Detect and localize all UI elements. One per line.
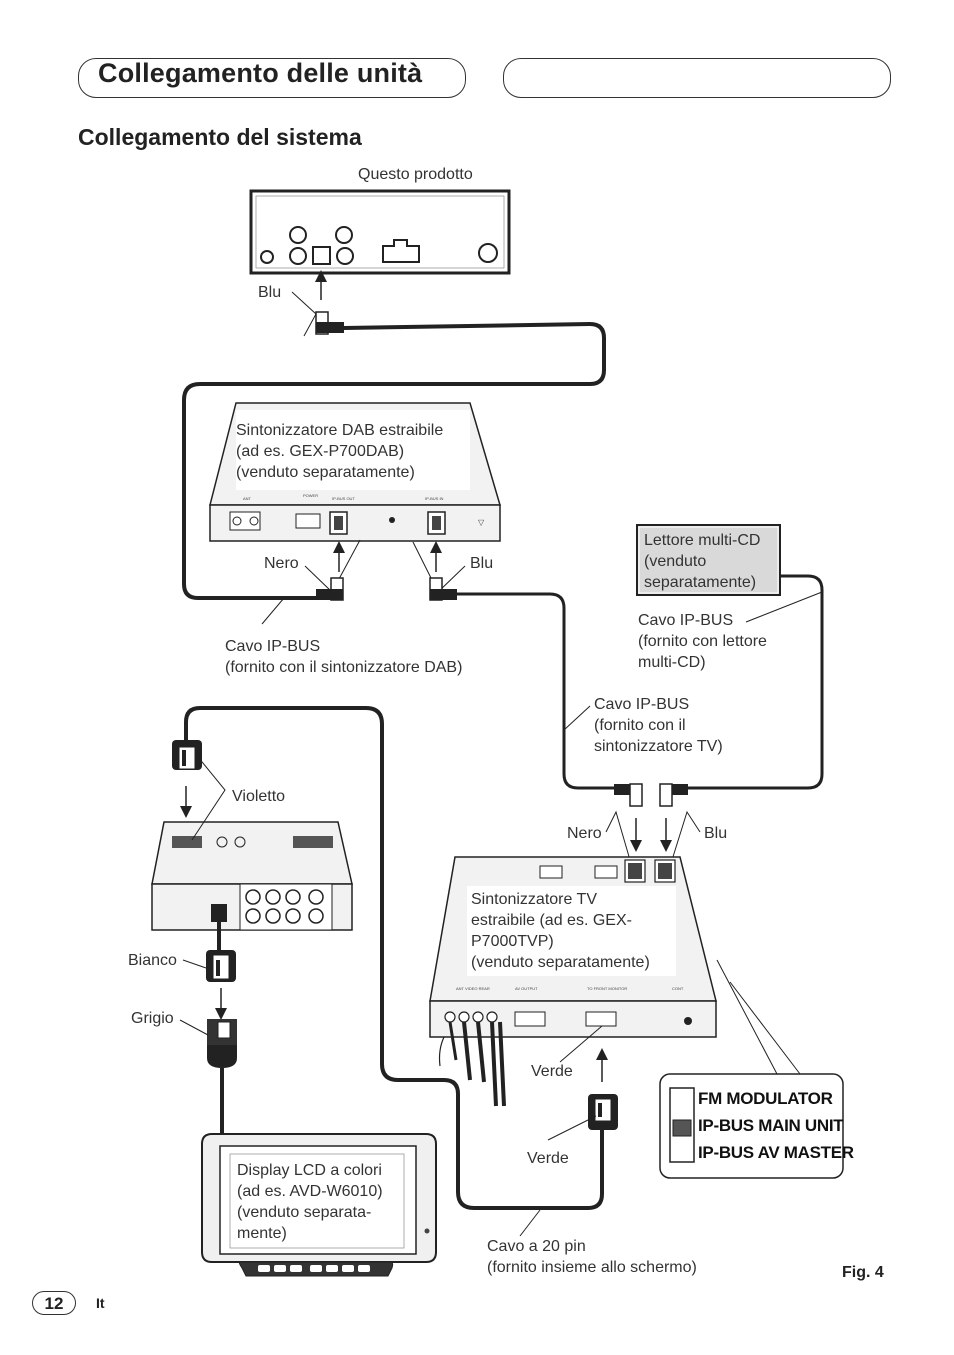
cable-20pin-line-2: (fornito insieme allo schermo) (487, 1259, 697, 1276)
plug-tv-nero (614, 783, 643, 807)
dab-unit-line-2: (ad es. GEX-P700DAB) (236, 443, 405, 460)
main-unit-panel (249, 189, 511, 275)
label-cd-unit: Lettore multi-CD (venduto separatamente) (644, 530, 760, 593)
ipbus-tv-line-2: (fornito con il (594, 717, 686, 734)
header-empty-box (503, 58, 891, 98)
label-bianco: Bianco (128, 952, 177, 969)
cd-unit-line-3: separatamente) (644, 574, 757, 591)
lcd-unit-line-1: Display LCD a colori (237, 1162, 382, 1179)
label-blu-dab: Blu (470, 555, 494, 572)
cd-unit-line-2: (venduto (644, 553, 707, 570)
lcd-display (201, 1133, 437, 1277)
plug-dab-blu (429, 577, 457, 601)
switch-callout-box (659, 1073, 844, 1179)
page-number: 12 (32, 1291, 76, 1315)
label-ipbus-cd: Cavo IP-BUS (fornito con lettore multi-C… (638, 610, 767, 673)
plug-bianco (206, 950, 236, 982)
dab-unit-line-1: Sintonizzatore DAB estraibile (236, 422, 444, 439)
plug-dab-nero (316, 577, 344, 601)
svg-text:ANT VIDEO REAR: ANT VIDEO REAR (456, 986, 490, 991)
plug-main-unit (315, 311, 344, 335)
switch-option-fm-modulator: FM MODULATOR (698, 1089, 833, 1108)
tv-unit-line-4: (venduto separatamente) (471, 954, 650, 971)
svg-text:ANT: ANT (243, 496, 252, 501)
svg-text:IP-BUS OUT: IP-BUS OUT (332, 496, 355, 501)
switch-knob (672, 1119, 692, 1137)
lcd-unit-line-4: mente) (237, 1225, 287, 1242)
cable-20pin-line-1: Cavo a 20 pin (487, 1238, 586, 1255)
figure-label: Fig. 4 (842, 1264, 884, 1281)
tv-unit-line-3: P7000TVP) (471, 933, 554, 950)
switch-option-ipbus-av-master: IP-BUS AV MASTER (698, 1143, 854, 1162)
svg-text:POWER: POWER (303, 493, 318, 498)
label-verde-2: Verde (527, 1150, 569, 1167)
switch-option-ipbus-main-unit: IP-BUS MAIN UNIT (698, 1116, 844, 1135)
section-title: Collegamento del sistema (78, 124, 362, 150)
label-grigio: Grigio (131, 1010, 174, 1027)
ipbus-dab-line-1: Cavo IP-BUS (225, 638, 321, 655)
lcd-unit-line-2: (ad es. AVD-W6010) (237, 1183, 383, 1200)
ipbus-cd-line-1: Cavo IP-BUS (638, 612, 734, 629)
label-lcd-unit: Display LCD a colori (ad es. AVD-W6010) … (237, 1160, 383, 1244)
tv-unit-line-2: estraibile (ad es. GEX- (471, 912, 632, 929)
language-code: It (96, 1295, 105, 1311)
header-title-box (78, 58, 466, 98)
label-ipbus-dab: Cavo IP-BUS (fornito con il sintonizzato… (225, 636, 462, 678)
svg-text:CONT: CONT (672, 986, 684, 991)
ipbus-tv-line-1: Cavo IP-BUS (594, 696, 690, 713)
hideaway-unit (151, 821, 353, 931)
multi-cd-player (636, 524, 781, 596)
plug-tv-blu (659, 783, 688, 807)
dab-unit-line-3: (venduto separatamente) (236, 464, 415, 481)
ipbus-cd-line-2: (fornito con lettore (638, 633, 767, 650)
ipbus-tv-line-3: sintonizzatore TV) (594, 738, 723, 755)
dab-tuner: ANT POWER IP-BUS OUT IP-BUS IN ▽ (209, 402, 502, 542)
label-nero-tv: Nero (567, 825, 602, 842)
svg-text:IP-BUS IN: IP-BUS IN (425, 496, 444, 501)
label-dab-unit: Sintonizzatore DAB estraibile (ad es. GE… (236, 420, 443, 483)
label-ipbus-tv: Cavo IP-BUS (fornito con il sintonizzato… (594, 694, 723, 757)
svg-text:TO FRONT MONITOR: TO FRONT MONITOR (587, 986, 627, 991)
label-nero-dab: Nero (264, 555, 299, 572)
tv-tuner: ANT VIDEO REAR AV OUTPUT TO FRONT MONITO… (429, 856, 717, 1038)
plug-violet (172, 740, 202, 770)
plug-verde (588, 1094, 618, 1130)
label-this-product: Questo prodotto (358, 166, 473, 183)
tv-output-cables (438, 1021, 506, 1107)
svg-text:▽: ▽ (478, 518, 485, 527)
label-cable-20pin: Cavo a 20 pin (fornito insieme allo sche… (487, 1236, 697, 1278)
label-verde-1: Verde (531, 1063, 573, 1080)
ipbus-cd-line-3: multi-CD) (638, 654, 706, 671)
plug-grigio (207, 1019, 237, 1068)
lcd-unit-line-3: (venduto separata- (237, 1204, 372, 1221)
cd-unit-line-1: Lettore multi-CD (644, 532, 761, 549)
ipbus-dab-line-2: (fornito con il sintonizzatore DAB) (225, 659, 463, 676)
svg-text:AV OUTPUT: AV OUTPUT (515, 986, 538, 991)
label-blu-top: Blu (258, 284, 282, 301)
label-tv-unit: Sintonizzatore TV estraibile (ad es. GEX… (471, 889, 650, 973)
label-blu-tv: Blu (704, 825, 728, 842)
page-title: Collegamento delle unità (98, 58, 423, 88)
tv-unit-line-1: Sintonizzatore TV (471, 891, 597, 908)
label-violetto: Violetto (232, 788, 286, 805)
